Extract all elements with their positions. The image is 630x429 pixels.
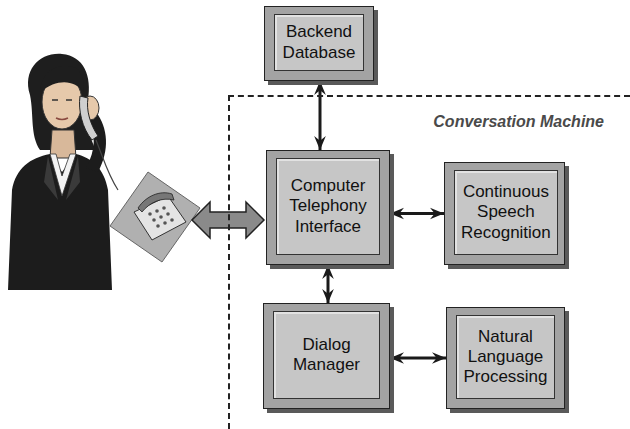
connector-arrow xyxy=(327,265,330,303)
process-box: Computer Telephony Interface xyxy=(266,150,390,265)
box-label: Continuous Speech Recognition xyxy=(461,182,551,242)
caller-figure xyxy=(8,54,118,290)
region-heading: Conversation Machine xyxy=(433,113,604,131)
box-label: Natural Language Processing xyxy=(463,327,548,387)
box-label: Dialog Manager xyxy=(280,335,373,375)
connector-arrow xyxy=(390,357,446,360)
box-panel: Backend Database xyxy=(274,14,364,71)
box-panel: Computer Telephony Interface xyxy=(276,158,380,255)
box-panel: Continuous Speech Recognition xyxy=(454,170,558,255)
box-label: Computer Telephony Interface xyxy=(283,176,373,236)
box-panel: Dialog Manager xyxy=(273,311,380,399)
box-panel: Natural Language Processing xyxy=(456,315,555,399)
telephone-icon xyxy=(110,172,200,262)
connector-arrow xyxy=(319,81,322,150)
connector-arrow xyxy=(390,212,444,215)
database-box: Backend Database xyxy=(264,6,374,81)
box-label: Backend Database xyxy=(281,22,357,62)
process-box: Dialog Manager xyxy=(263,303,390,409)
process-box: Continuous Speech Recognition xyxy=(444,162,565,265)
system-boundary: Conversation MachineComputer Telephony I… xyxy=(228,95,630,429)
process-box: Natural Language Processing xyxy=(446,307,565,409)
